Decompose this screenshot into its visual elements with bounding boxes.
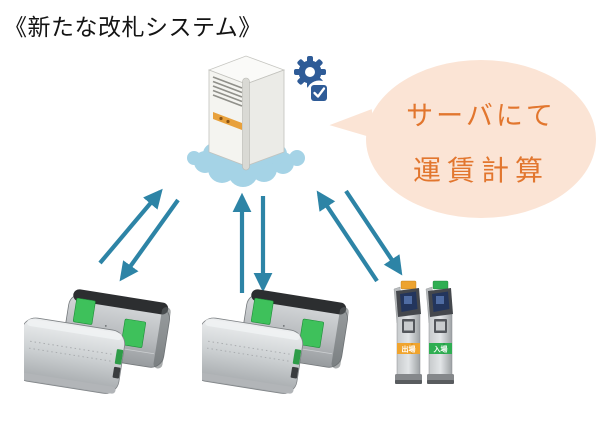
- bubble-line-1: サーバにて: [406, 100, 556, 131]
- ic-touch-panel: [121, 318, 146, 348]
- ic-touch-panel: [250, 297, 274, 325]
- ic-touch-panel: [72, 297, 96, 325]
- server-vents: [212, 76, 243, 107]
- entry-band: [429, 343, 452, 354]
- server-tower: [207, 55, 286, 171]
- ticket-gate-middle: [202, 289, 349, 394]
- validator-top-sign: [400, 280, 417, 290]
- page-title: 《新たな改札システム》: [4, 14, 262, 40]
- validator-entry: 入場: [425, 280, 454, 384]
- ic-touch-panel: [299, 318, 324, 348]
- arrow-server-to-left-gate: [119, 198, 180, 282]
- ic-validator-pair: 出場 入場: [393, 280, 454, 384]
- gear-icon: [294, 56, 332, 106]
- validator-exit: 出場: [393, 280, 422, 384]
- ticket-gate-left: [24, 289, 171, 394]
- speech-bubble-text: サーバにて 運賃計算: [366, 60, 596, 218]
- speech-bubble: [366, 60, 596, 218]
- gate-front-lane: [24, 317, 126, 394]
- validator-top-sign: [432, 280, 449, 290]
- bubble-line-2: 運賃計算: [412, 154, 549, 186]
- validator-exit-label: 出場: [402, 345, 416, 354]
- validator-entry-label: 入場: [433, 345, 448, 354]
- check-square-icon: [306, 80, 332, 106]
- gate-front-lane: [202, 317, 304, 394]
- server-illustration: [187, 55, 332, 187]
- arrow-left-gate-to-server: [98, 188, 163, 265]
- exit-band: [397, 343, 420, 354]
